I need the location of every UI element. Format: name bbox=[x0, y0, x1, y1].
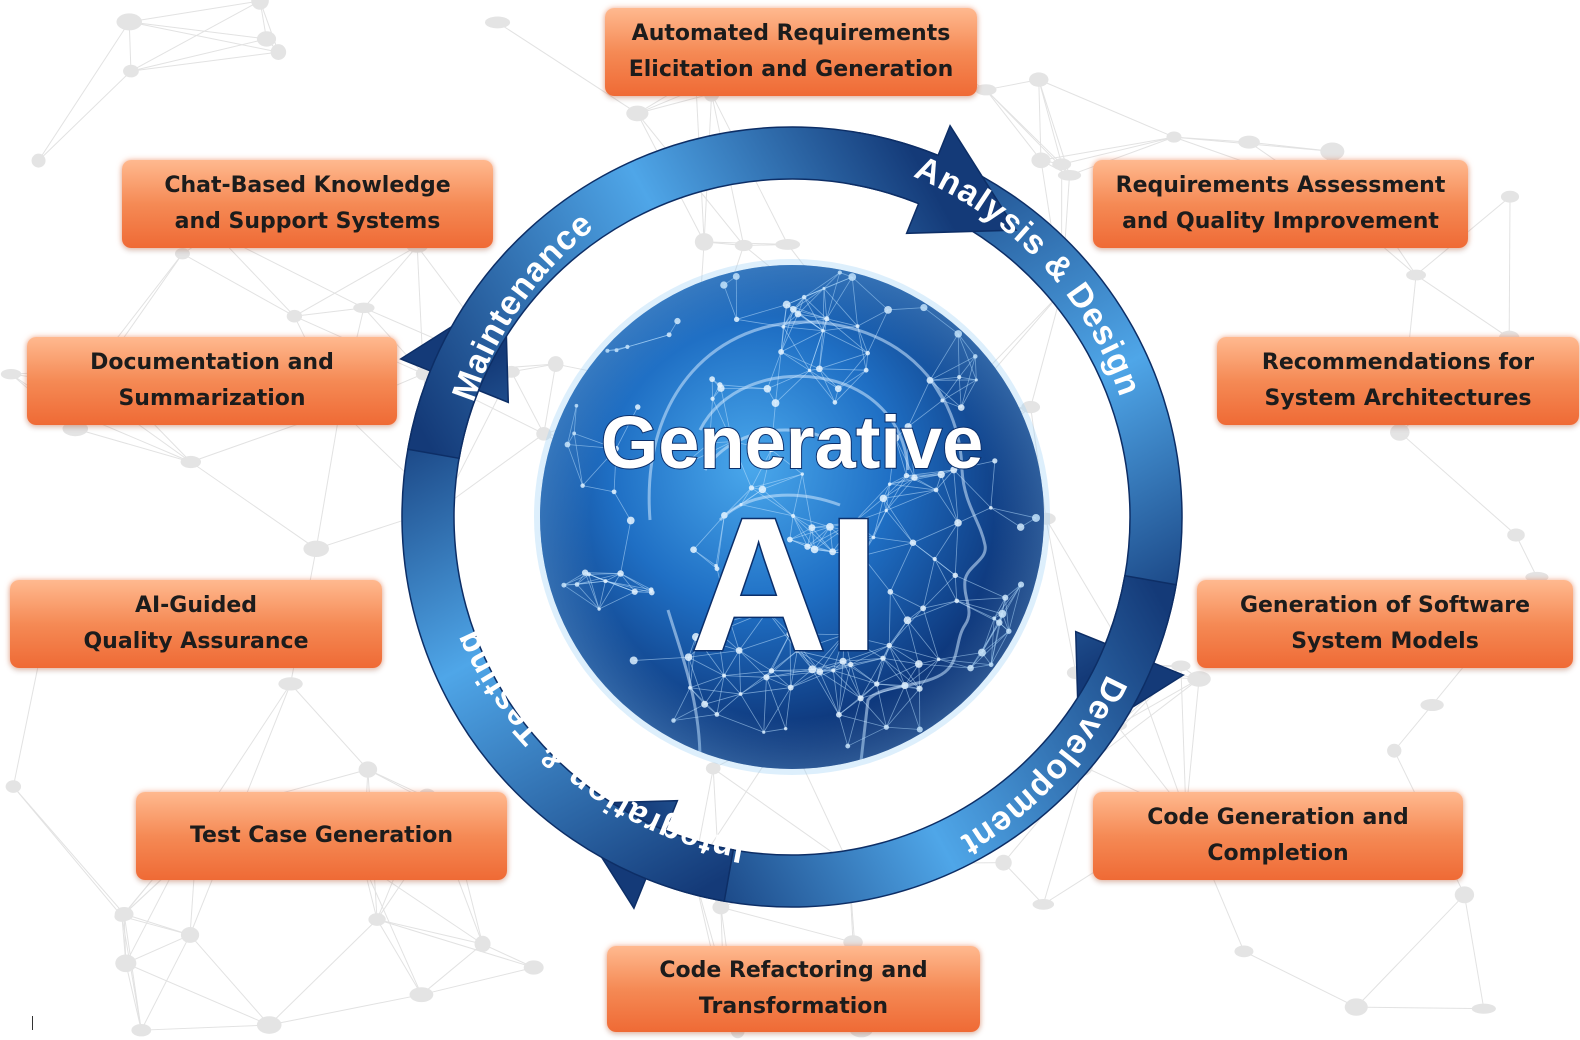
ai-sphere bbox=[534, 259, 1050, 775]
cycle-arrows bbox=[399, 124, 1185, 910]
box-code-refactoring: Code Refactoring and Transformation bbox=[607, 946, 980, 1032]
box-requirements-elicitation: Automated Requirements Elicitation and G… bbox=[605, 8, 977, 96]
box-documentation: Documentation and Summarization bbox=[27, 337, 397, 425]
box-code-generation: Code Generation and Completion bbox=[1093, 792, 1463, 880]
arrow-integration bbox=[399, 291, 735, 902]
text-cursor bbox=[32, 1016, 33, 1030]
box-requirements-assessment: Requirements Assessment and Quality Impr… bbox=[1093, 160, 1468, 248]
box-chat-knowledge: Chat-Based Knowledge and Support Systems bbox=[122, 160, 493, 248]
arrow-maintenance bbox=[407, 124, 1018, 460]
box-quality-assurance: AI-Guided Quality Assurance bbox=[10, 580, 382, 668]
arrow-development bbox=[566, 574, 1177, 910]
center-title-generative: Generative bbox=[601, 401, 984, 484]
box-software-models: Generation of Software System Models bbox=[1197, 580, 1573, 668]
center-title-ai: AI bbox=[690, 479, 880, 691]
arrow-analysis bbox=[849, 132, 1185, 743]
box-architecture-recommendations: Recommendations for System Architectures bbox=[1217, 337, 1579, 425]
box-test-case-generation: Test Case Generation bbox=[136, 792, 507, 880]
